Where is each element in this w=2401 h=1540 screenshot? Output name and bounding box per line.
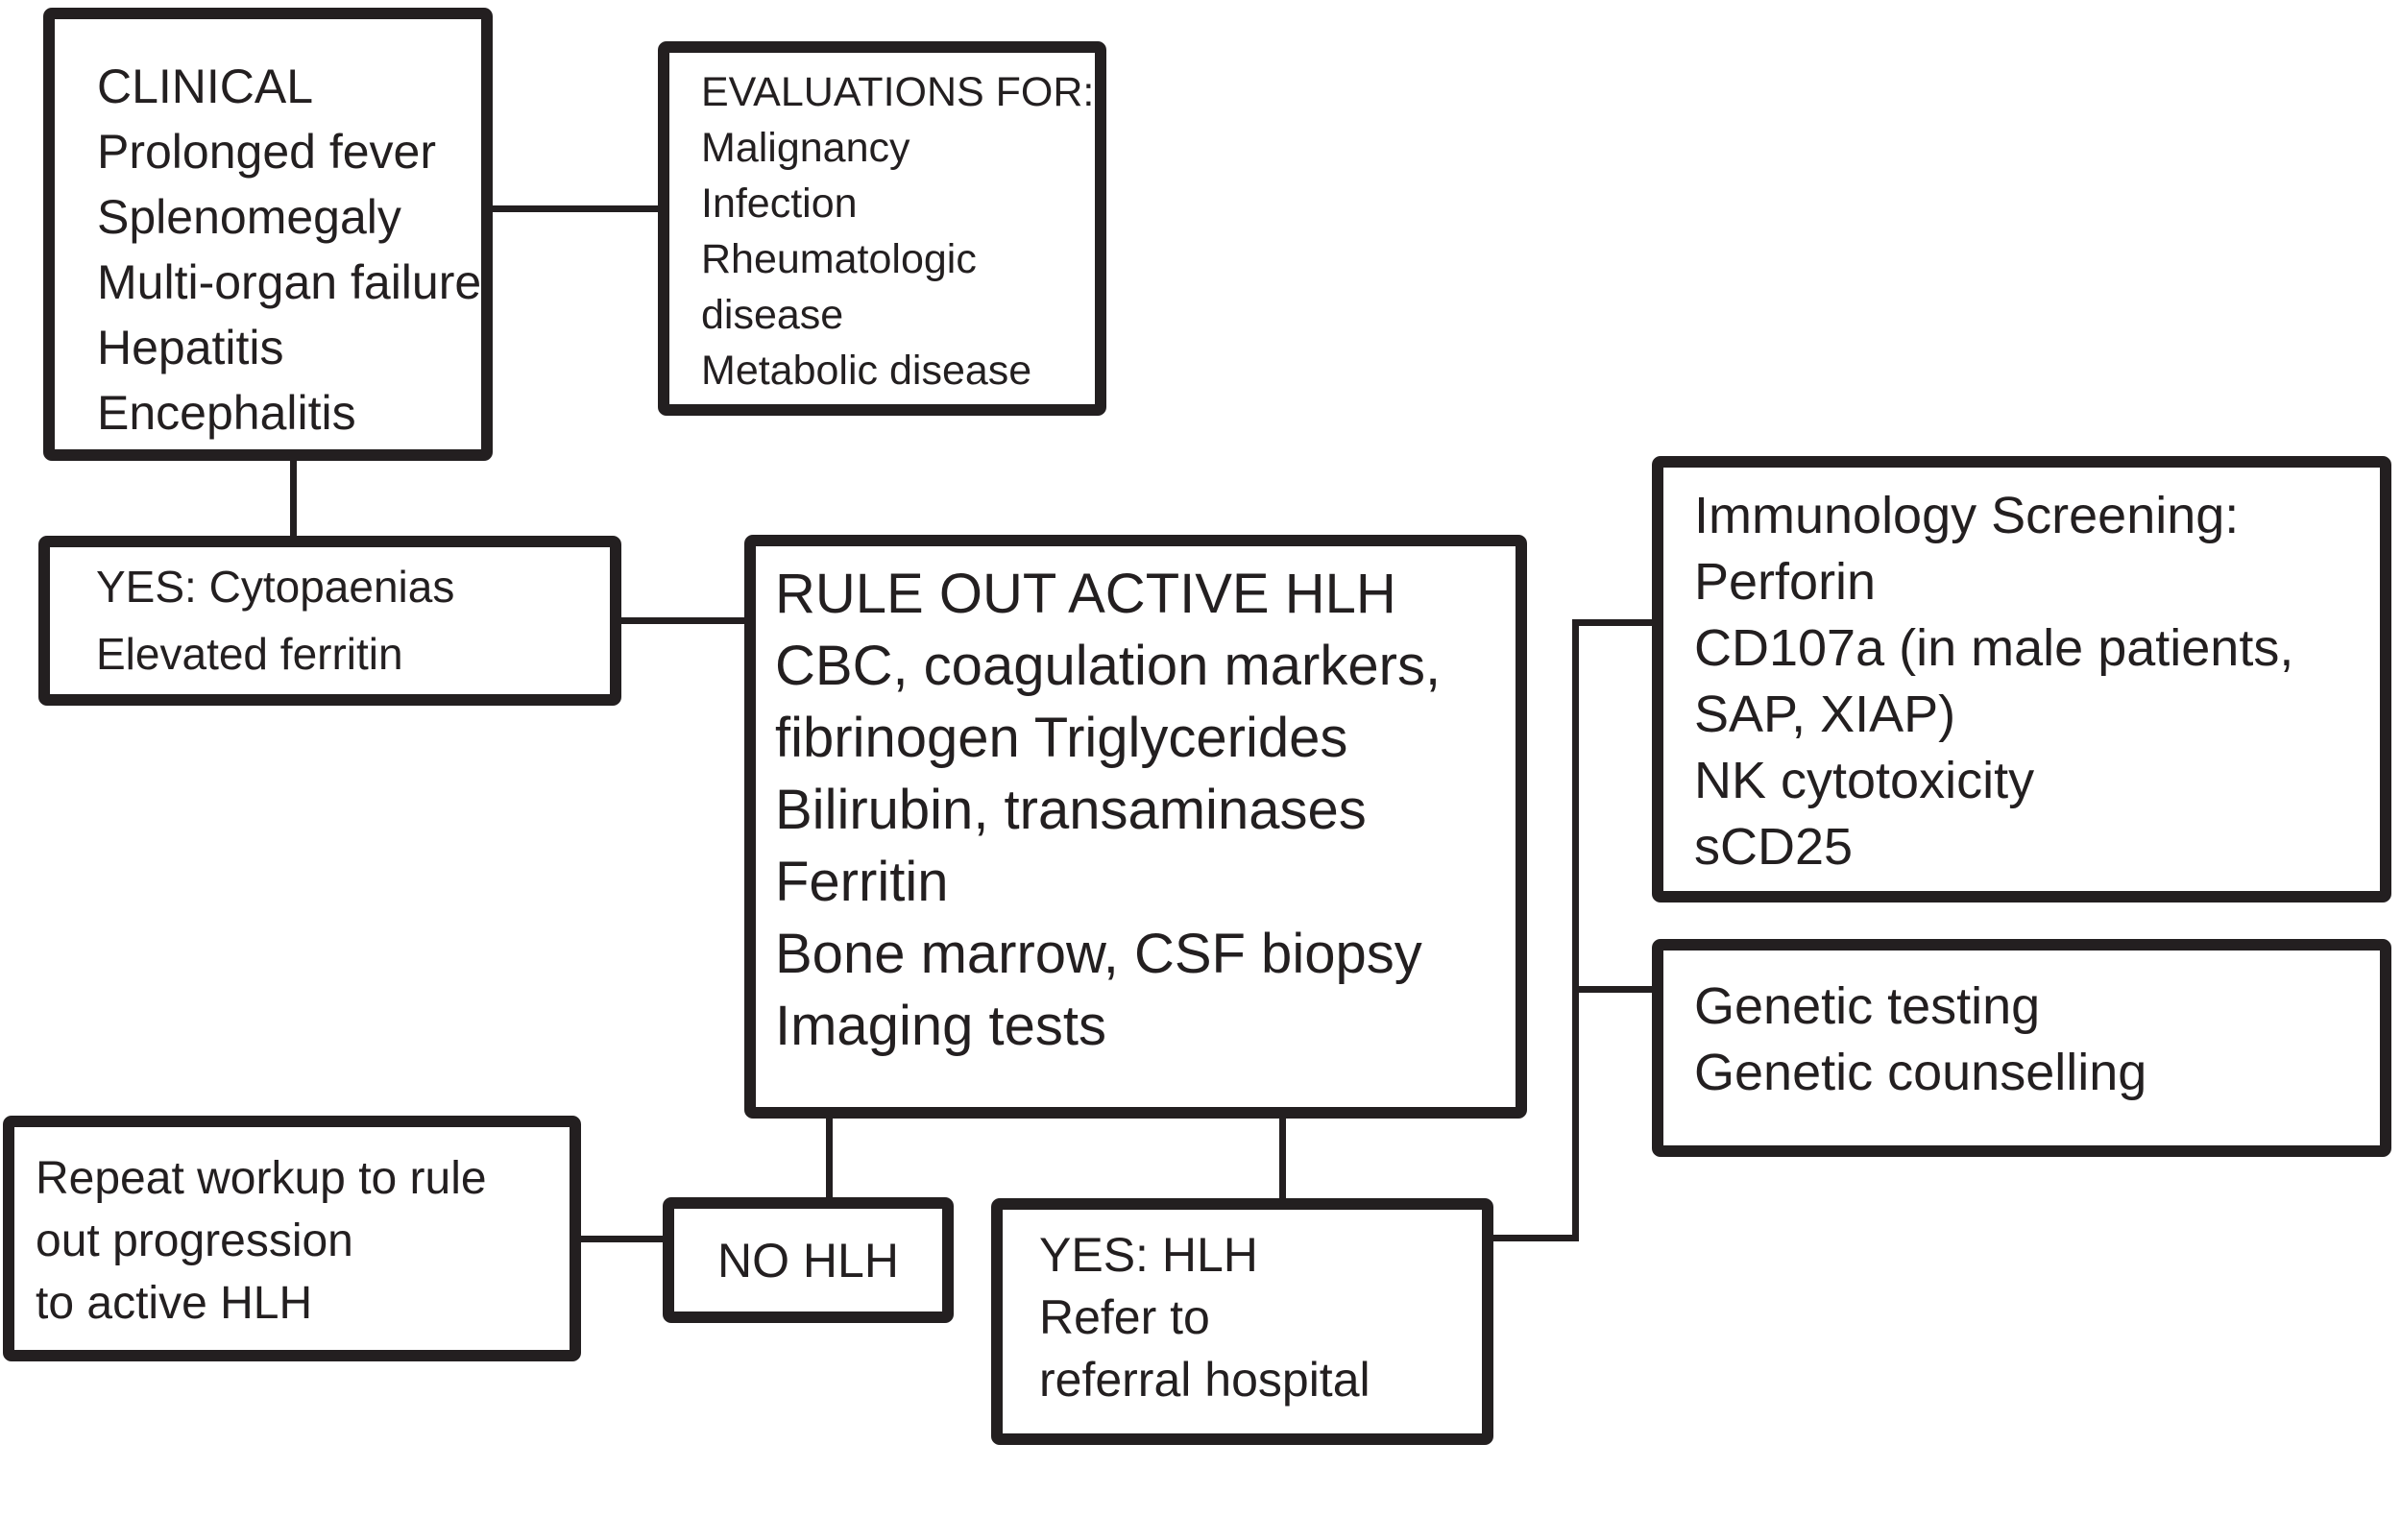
text-line: Multi-organ failure bbox=[97, 255, 482, 309]
text-line: SAP, XIAP) bbox=[1694, 686, 1956, 743]
text-line: Repeat workup to rule bbox=[36, 1153, 487, 1204]
text-line: to active HLH bbox=[36, 1278, 313, 1329]
connector-trunk-to-immunology bbox=[1572, 619, 1655, 626]
text-line: NK cytotoxicity bbox=[1694, 752, 2035, 809]
text-line: Rheumatologic bbox=[701, 236, 977, 282]
box-title: EVALUATIONS FOR: bbox=[701, 69, 1095, 115]
text-line: disease bbox=[701, 292, 844, 338]
text-line: YES: Cytopaenias bbox=[96, 562, 455, 612]
box-title: Immunology Screening: bbox=[1694, 487, 2240, 544]
connector-yes-hlh-to-trunk bbox=[1491, 1235, 1579, 1241]
box-no-hlh: NO HLH bbox=[663, 1197, 954, 1323]
connector-rule-out-to-no-hlh bbox=[826, 1114, 833, 1200]
box-yes-cytopaenias: YES: Cytopaenias Elevated ferritin bbox=[38, 536, 621, 706]
box-genetic-testing: Genetic testing Genetic counselling bbox=[1652, 939, 2391, 1157]
box-clinical-features: CLINICAL Prolonged fever Splenomegaly Mu… bbox=[43, 8, 493, 461]
connector-trunk-to-genetic bbox=[1572, 986, 1655, 993]
text-line: Ferritin bbox=[775, 851, 949, 913]
text-line: Prolonged fever bbox=[97, 125, 437, 179]
text-line: out progression bbox=[36, 1215, 353, 1266]
text-line: referral hospital bbox=[1039, 1353, 1370, 1407]
box-repeat-workup: Repeat workup to rule out progression to… bbox=[3, 1116, 581, 1361]
text-line: Infection bbox=[701, 180, 858, 227]
text-line: CD107a (in male patients, bbox=[1694, 619, 2294, 677]
box-yes-hlh: YES: HLH Refer to referral hospital bbox=[991, 1198, 1493, 1445]
text-line: Imaging tests bbox=[775, 995, 1106, 1057]
text-line: Malignancy bbox=[701, 125, 910, 171]
text-line: Genetic counselling bbox=[1694, 1044, 2147, 1101]
box-immunology-screening: Immunology Screening: Perforin CD107a (i… bbox=[1652, 456, 2391, 902]
connector-rule-out-to-yes-hlh bbox=[1279, 1114, 1286, 1202]
box-evaluations-for: EVALUATIONS FOR: Malignancy Infection Rh… bbox=[658, 41, 1106, 416]
connector-trunk-vertical bbox=[1572, 619, 1579, 1241]
text-line: Metabolic disease bbox=[701, 348, 1032, 394]
box-title: CLINICAL bbox=[97, 60, 314, 113]
box-rule-out-active-hlh: RULE OUT ACTIVE HLH CBC, coagulation mar… bbox=[744, 535, 1527, 1119]
text-line: NO HLH bbox=[717, 1233, 899, 1287]
text-line: Elevated ferritin bbox=[96, 629, 403, 679]
text-line: fibrinogen Triglycerides bbox=[775, 707, 1348, 769]
text-line: Genetic testing bbox=[1694, 977, 2041, 1035]
connector-repeat-workup-to-no-hlh bbox=[578, 1236, 665, 1242]
text-line: Splenomegaly bbox=[97, 190, 401, 244]
text-line: Bilirubin, transaminases bbox=[775, 779, 1367, 841]
text-line: Refer to bbox=[1039, 1290, 1210, 1344]
text-line: sCD25 bbox=[1694, 818, 1854, 876]
connector-yes-cytopaenias-to-rule-out bbox=[619, 617, 746, 624]
text-line: CBC, coagulation markers, bbox=[775, 635, 1442, 697]
connector-clinical-to-yes-cytopaenias bbox=[290, 457, 297, 540]
box-title: RULE OUT ACTIVE HLH bbox=[775, 563, 1396, 625]
text-line: Encephalitis bbox=[97, 386, 356, 440]
text-line: YES: HLH bbox=[1039, 1228, 1258, 1282]
text-line: Hepatitis bbox=[97, 321, 284, 374]
text-line: Perforin bbox=[1694, 553, 1877, 611]
text-line: Bone marrow, CSF biopsy bbox=[775, 923, 1422, 985]
connector-clinical-to-evaluations bbox=[493, 205, 658, 212]
